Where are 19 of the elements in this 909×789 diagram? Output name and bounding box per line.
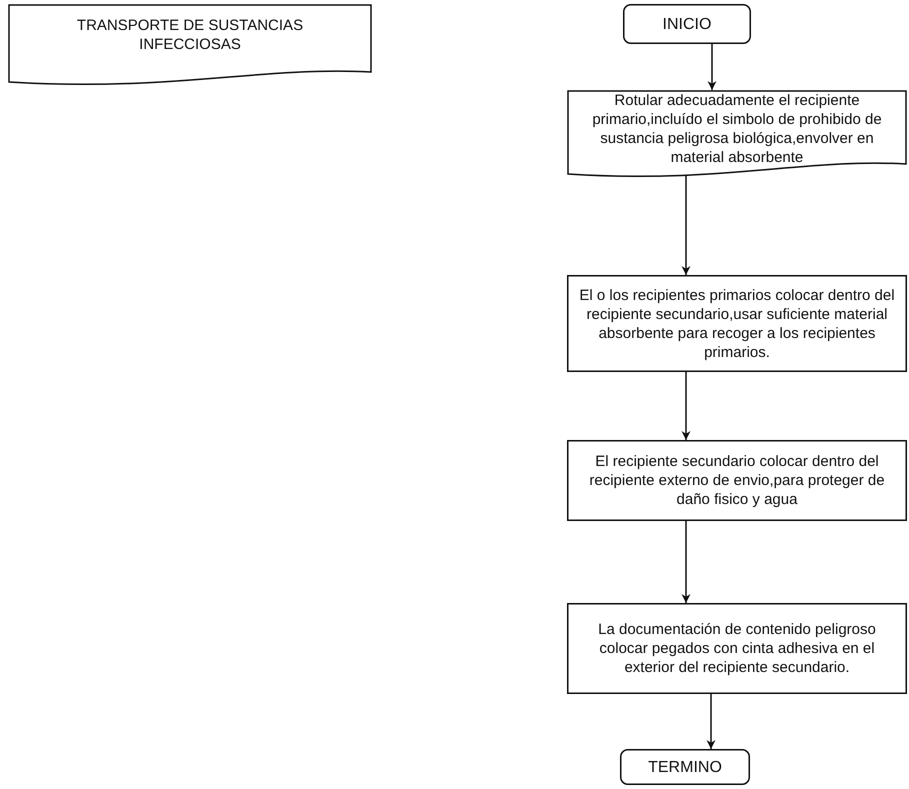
arrow <box>682 521 690 603</box>
terminator-label: INICIO <box>662 14 712 34</box>
terminator-shape <box>623 4 751 44</box>
document-shape <box>8 4 372 88</box>
terminator-shape <box>620 749 750 785</box>
arrow <box>706 694 716 749</box>
step-text: El o los recipientes primarios colocar dentro del recipiente secundario,usar suficiente material absorbente para recoger a los recipientes primarios. <box>578 286 896 362</box>
process-box <box>567 440 907 521</box>
process-box <box>567 275 907 372</box>
step-text: La documentación de contenido peligroso colocar pegados con cinta adhesiva en el exterior del recipiente secundario. <box>597 620 877 677</box>
step-text: El recipiente secundario colocar dentro del recipiente externo de envio,para proteger de daño fisico y agua <box>588 452 886 509</box>
step-text: TRANSPORTE DE SUSTANCIAS INFECCIOSAS <box>76 16 304 54</box>
arrow <box>682 372 690 440</box>
arrow <box>682 176 690 275</box>
process-box <box>567 603 907 694</box>
step-text: Rotular adecuadamente el recipiente primario,incluído el simbolo de prohibido de sustancia peligrosa biológica,envolver en material absorbente <box>591 91 883 167</box>
arrow <box>708 44 716 90</box>
terminator-label: TERMINO <box>648 758 722 776</box>
document-shape <box>567 90 907 180</box>
